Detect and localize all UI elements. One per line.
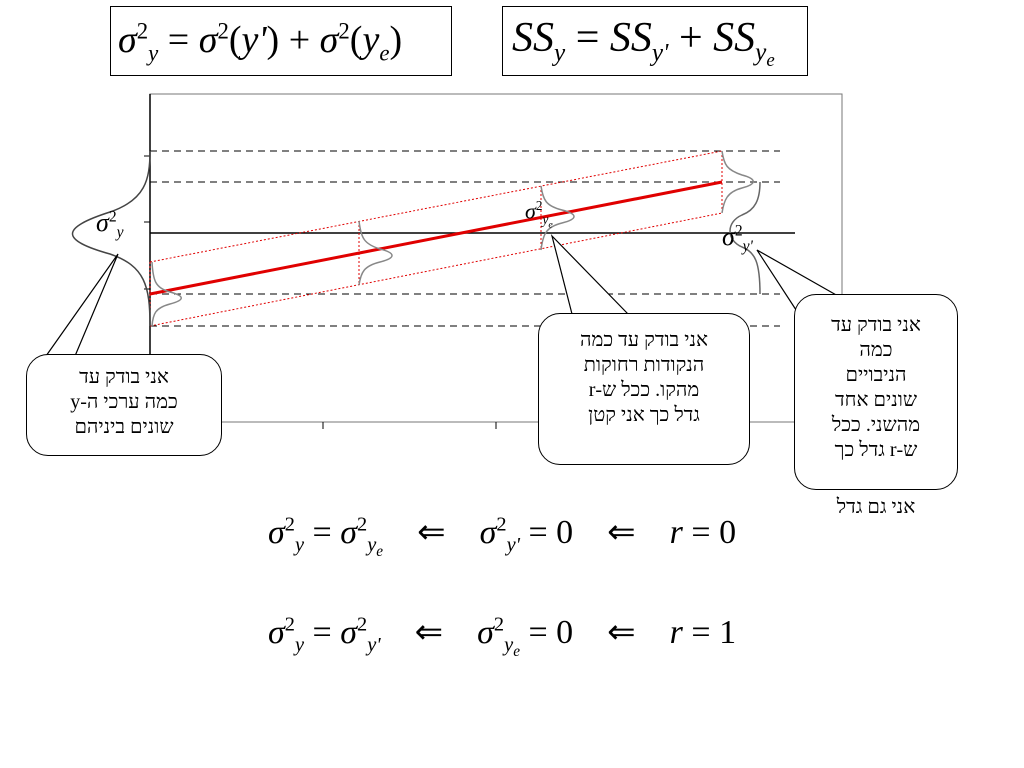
left-callout: אני בודק עד כמה ערכי ה-y שונים ביניהם (26, 354, 222, 456)
callout-line: שונים ביניהם (74, 416, 174, 438)
formula-r-equals-1: σ2y = σ2y' ⇐ σ2ye = 0 ⇐ r = 1 (268, 613, 737, 660)
middle-callout: אני בודק עד כמה הנקודות רחוקות מהקו. ככל… (538, 313, 750, 465)
band-lower (149, 212, 723, 327)
callout-line: שונים אחד (835, 389, 917, 411)
callout-line: אני בודק עד (831, 314, 921, 336)
variance-formula-box (110, 6, 452, 76)
sigma-ye-label: σ2ye (525, 198, 553, 231)
regression-line (149, 180, 723, 296)
callout-line: מהשני. ככל (831, 414, 921, 436)
right-callout: אני בודק עד כמה הניבויים שונים אחד מהשני… (794, 294, 958, 490)
formula-r-equals-0: σ2y = σ2ye ⇐ σ2y' = 0 ⇐ r = 0 (268, 513, 737, 560)
residual-curve (721, 150, 754, 214)
residual-curve (540, 185, 575, 251)
callout-line: גדל כך אני קטן (588, 404, 700, 426)
right-callout-overflow-line: אני גם גדל (836, 496, 916, 518)
total-y-curve (72, 150, 151, 327)
callout-line: אני בודק עד (79, 366, 169, 388)
callout-line: ש-r גדל כך (834, 439, 918, 461)
residual-curve (151, 261, 182, 327)
variance-formula: σ2y = σ2(y') + σ2(ye) (118, 18, 403, 66)
callout-line: הנקודות רחוקות (583, 354, 705, 376)
middle-callout-pointer (550, 233, 629, 315)
band-upper (149, 150, 723, 263)
sum-of-squares-formula: SSy = SSy' + SSye (512, 15, 775, 72)
prediction-curve (729, 181, 761, 295)
residual-curve (358, 220, 393, 286)
callout-line: כמה ערכי ה-y (70, 391, 178, 413)
sigma-yprime-label: σ2y' (722, 222, 753, 256)
callout-line: הניבויים (845, 364, 907, 386)
callout-line: אני בודק עד כמה (580, 329, 708, 351)
callout-line: כמה (859, 339, 893, 361)
left-callout-pointer (45, 253, 119, 357)
sigma-y-label: σ2y (96, 208, 124, 242)
sum-of-squares-formula-box (502, 6, 808, 76)
callout-line: מהקו. ככל ש-r (588, 379, 700, 401)
